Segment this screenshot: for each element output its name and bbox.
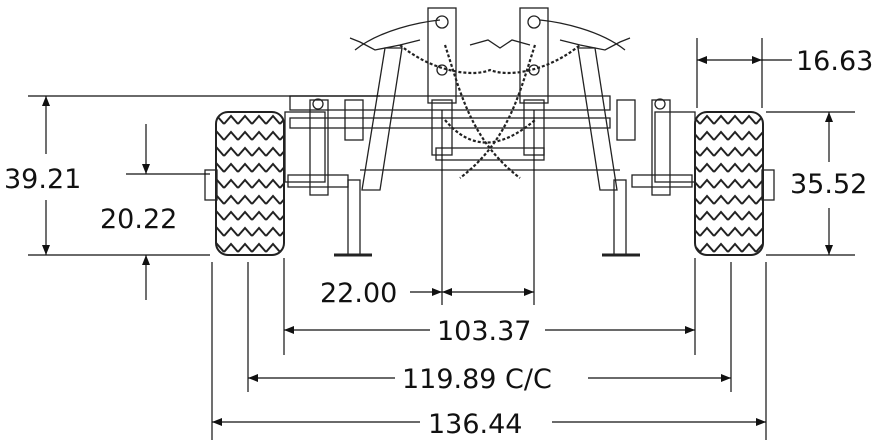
a-frame-right (577, 47, 618, 191)
dim-center-span-label: 22.00 (320, 278, 397, 309)
dim-overall-height (28, 95, 380, 256)
drawbar (435, 147, 545, 161)
dim-inner-width-label: 103.37 (437, 316, 531, 347)
tire-right (694, 111, 775, 256)
lower-frame-bar (289, 117, 611, 129)
dim-center-span (410, 110, 535, 305)
dim-center-to-center-label: 119.89 C/C (402, 364, 552, 395)
tire-left (204, 111, 285, 256)
a-frame-left (361, 47, 403, 191)
dim-tire-height-label: 35.52 (790, 169, 867, 200)
safety-chains (399, 44, 581, 179)
dim-tire-width-label: 16.63 (796, 46, 873, 77)
dim-axle-height (126, 124, 210, 300)
hub-assembly-right (616, 98, 696, 196)
jack-stand-left (334, 179, 372, 257)
dim-overall-height-label: 39.21 (4, 164, 81, 195)
dim-tire-width (696, 38, 792, 108)
dim-center-to-center (247, 262, 732, 392)
main-frame-bar (289, 95, 611, 111)
hitch-tower-right (519, 7, 549, 104)
dim-axle-height-label: 20.22 (100, 204, 177, 235)
dim-overall-width-label: 136.44 (428, 409, 522, 440)
dim-overall-width (211, 262, 767, 440)
hitch-tower-left (427, 7, 457, 104)
dim-inner-width (283, 258, 696, 355)
jack-stand-right (602, 179, 640, 257)
dim-tire-height (766, 111, 855, 256)
implement-illustration (204, 7, 775, 257)
